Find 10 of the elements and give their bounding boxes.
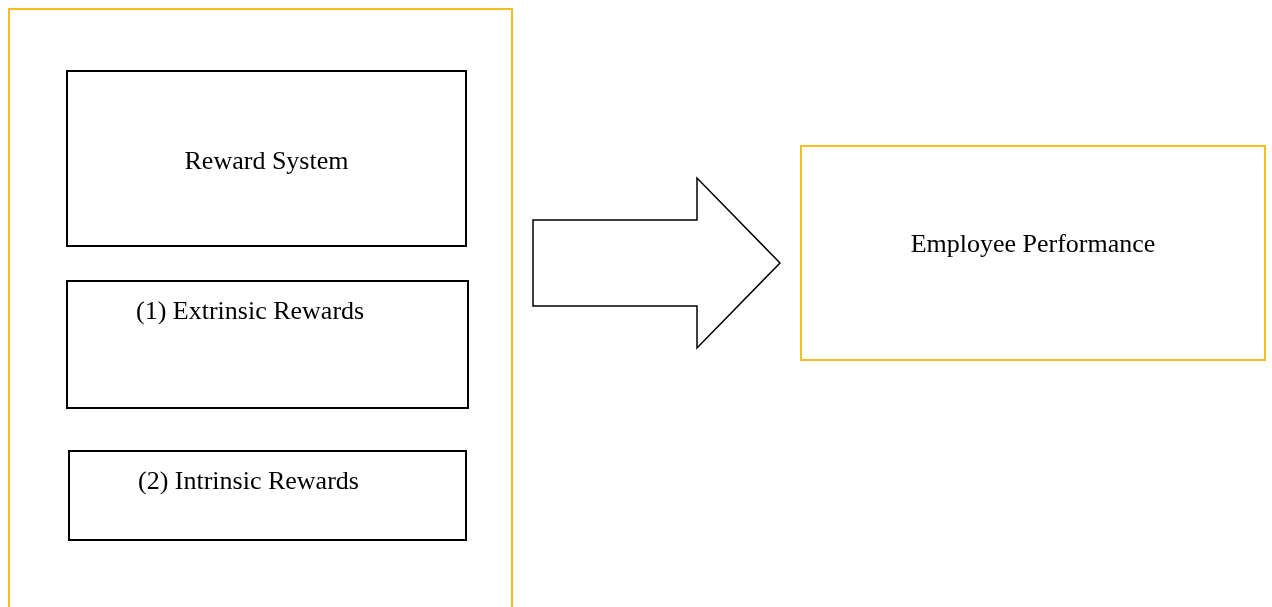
box-label: (2) Intrinsic Rewards bbox=[137, 466, 360, 496]
block-arrow bbox=[532, 176, 782, 350]
text-box bbox=[66, 280, 469, 409]
box-label: Employee Performance bbox=[909, 229, 1157, 259]
box-label: Reward System bbox=[183, 146, 350, 176]
container-box bbox=[8, 8, 513, 607]
text-box bbox=[800, 145, 1266, 361]
text-box bbox=[66, 70, 467, 247]
box-label: (1) Extrinsic Rewards bbox=[135, 296, 366, 326]
text-box bbox=[68, 450, 467, 541]
